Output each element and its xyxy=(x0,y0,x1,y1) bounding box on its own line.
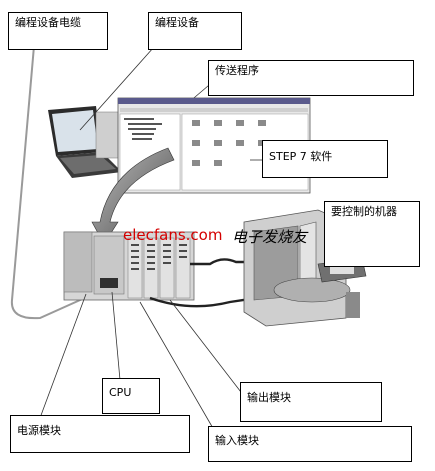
plc-rack xyxy=(63,231,195,301)
programming-cable-wire xyxy=(10,45,99,320)
label-output-module: 输出模块 xyxy=(240,382,382,422)
machine-wire-upper xyxy=(190,258,300,266)
label-machine-to-control: 要控制的机器 xyxy=(324,201,420,267)
label-transfer-program: 传送程序 xyxy=(208,60,414,96)
label-programming-cable: 编程设备电缆 xyxy=(8,12,108,50)
pointer-line-power-module xyxy=(39,293,87,419)
watermark-site: elecfans.com xyxy=(123,226,223,244)
label-input-module: 输入模块 xyxy=(208,426,412,462)
laptop-icon xyxy=(48,106,127,178)
label-power-module: 电源模块 xyxy=(10,415,190,453)
label-step7-software: STEP 7 软件 xyxy=(262,140,388,178)
pointer-line-cpu xyxy=(111,291,121,381)
watermark-cn: 电子发烧友 xyxy=(232,228,308,246)
label-programming-device: 编程设备 xyxy=(148,12,242,50)
pointer-line-input-module xyxy=(139,301,215,431)
pointer-line-output-module xyxy=(169,299,245,397)
pointer-line-programming-device xyxy=(79,37,163,131)
machine-wire-lower xyxy=(149,294,271,308)
label-cpu: CPU xyxy=(102,378,160,414)
